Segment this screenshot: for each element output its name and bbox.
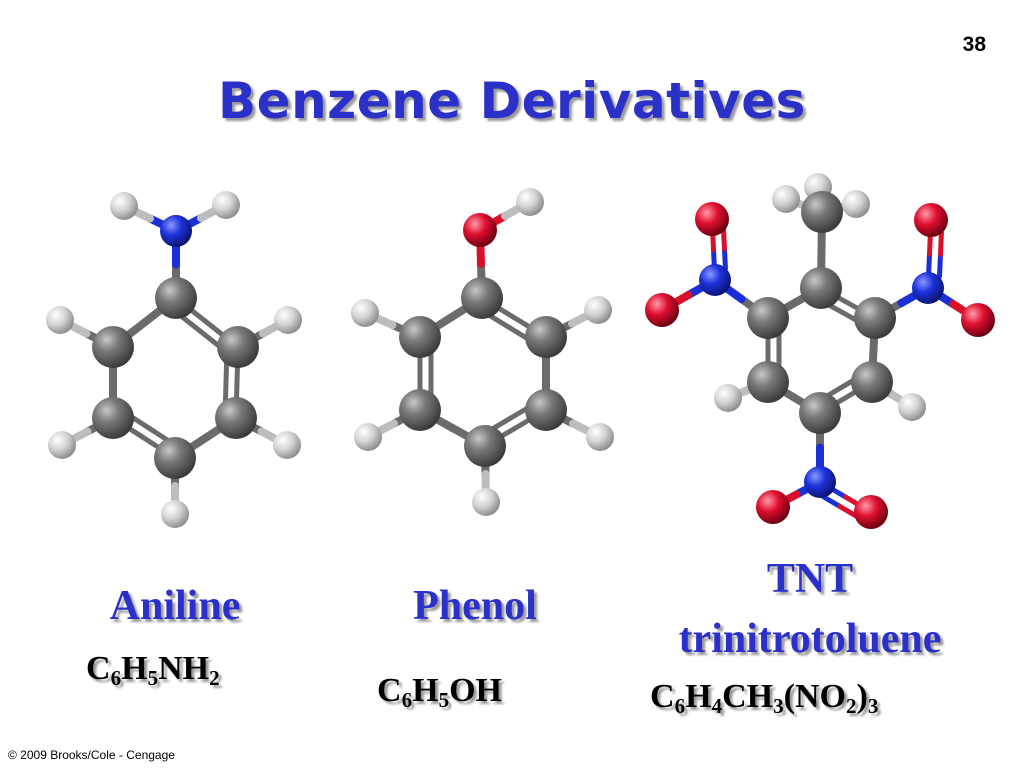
hydrogen-atom — [772, 185, 800, 213]
carbon-atom — [399, 316, 441, 358]
hydrogen-atom — [351, 299, 379, 327]
oxygen-atom — [645, 293, 679, 327]
hydrogen-atom — [274, 306, 302, 334]
carbon-atom — [854, 297, 896, 339]
carbon-atom — [92, 397, 134, 439]
bond — [837, 503, 859, 519]
aniline-model — [46, 191, 302, 528]
tnt-name: TNT — [766, 556, 854, 602]
oxygen-atom — [695, 202, 729, 236]
hydrogen-atom — [354, 423, 382, 451]
carbon-atom — [800, 267, 842, 309]
hydrogen-atom — [472, 488, 500, 516]
carbon-atom — [747, 297, 789, 339]
carbon-atom — [747, 361, 789, 403]
nitrogen-atom — [912, 272, 944, 304]
bond — [821, 494, 843, 509]
hydrogen-atom — [110, 192, 138, 220]
carbon-atom — [461, 277, 503, 319]
carbon-atom — [464, 425, 506, 467]
hydrogen-atom — [898, 393, 926, 421]
hydrogen-atom — [516, 188, 544, 216]
aniline-formula: C6H5NH2 — [86, 650, 220, 690]
carbon-atom — [525, 316, 567, 358]
carbon-atom — [525, 389, 567, 431]
oxygen-atom — [961, 303, 995, 337]
nitrogen-atom — [804, 466, 836, 498]
hydrogen-atom — [714, 384, 742, 412]
hydrogen-atom — [212, 191, 240, 219]
oxygen-atom — [914, 203, 948, 237]
carbon-atom — [155, 277, 197, 319]
copyright-footer: © 2009 Brooks/Cole - Cengage — [8, 748, 175, 762]
tnt-formula: C6H4CH3(NO2)3 — [650, 678, 879, 718]
tnt-subname: trinitrotoluene — [678, 616, 942, 662]
oxygen-atom — [463, 213, 497, 247]
phenol-model — [351, 188, 614, 516]
bond — [721, 246, 728, 271]
bond — [197, 328, 223, 350]
oxygen-atom — [756, 490, 790, 524]
hydrogen-atom — [584, 296, 612, 324]
slide-title: Benzene Derivatives — [218, 72, 806, 130]
slide-number: 38 — [962, 33, 986, 56]
hydrogen-atom — [46, 306, 74, 334]
carbon-atom — [799, 392, 841, 434]
phenol-formula: C6H5OH — [377, 672, 503, 712]
carbon-atom — [801, 191, 843, 233]
bond — [937, 251, 943, 279]
hydrogen-atom — [273, 431, 301, 459]
aniline-name: Aniline — [109, 583, 241, 629]
tnt-model — [645, 173, 995, 529]
phenol-name: Phenol — [413, 583, 537, 629]
carbon-atom — [399, 389, 441, 431]
bond — [721, 226, 727, 252]
hydrogen-atom — [161, 500, 189, 528]
bond — [937, 230, 944, 257]
hydrogen-atom — [48, 431, 76, 459]
carbon-atom — [851, 361, 893, 403]
carbon-atom — [215, 397, 257, 439]
bond — [177, 312, 203, 334]
oxygen-atom — [854, 495, 888, 529]
carbon-atom — [217, 326, 259, 368]
nitrogen-atom — [160, 215, 192, 247]
carbon-atom — [154, 437, 196, 479]
carbon-atom — [92, 326, 134, 368]
hydrogen-atom — [586, 423, 614, 451]
nitrogen-atom — [699, 264, 731, 296]
hydrogen-atom — [842, 190, 870, 218]
